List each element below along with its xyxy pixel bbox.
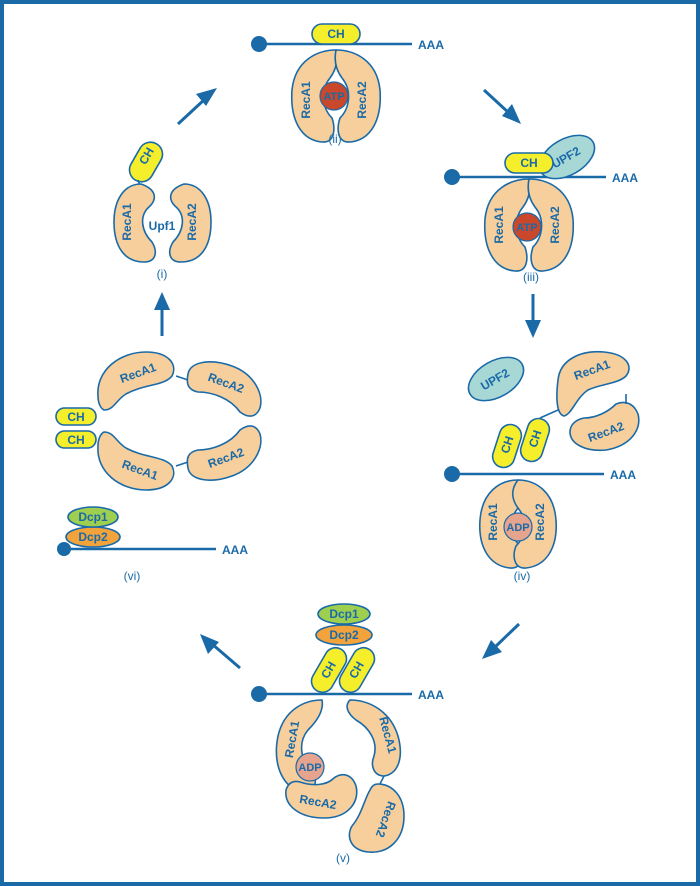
- arrowhead-icon: [502, 104, 521, 124]
- reca2-domain: [285, 773, 358, 819]
- reca2-domain: [348, 783, 405, 853]
- arrow-i-to-ii: [176, 97, 207, 126]
- arrowhead-icon: [482, 640, 502, 659]
- upf1-label: Upf1: [149, 219, 176, 233]
- reca-linker: [175, 375, 189, 381]
- ch-domain: [310, 646, 348, 694]
- arrowhead-icon: [196, 88, 217, 106]
- mrna-cap: [57, 542, 71, 556]
- adp-molecule: [295, 752, 325, 782]
- reca2-label: RecA2: [298, 792, 338, 812]
- stage-i-label: (i): [157, 267, 168, 281]
- ch-domain: [504, 152, 554, 174]
- reca2-domain: [511, 479, 557, 569]
- adp-label: ADP: [506, 522, 529, 534]
- reca1-domain: [483, 178, 531, 272]
- polya-label: AAA: [222, 543, 248, 557]
- ch-label: CH: [520, 156, 537, 170]
- atp-label: ATP: [323, 91, 344, 103]
- reca2-label: RecA2: [533, 503, 547, 541]
- stage-vi-complex: RecA1 RecA2 RecA1 RecA2 CH CH AAA Dcp2 D…: [55, 351, 262, 583]
- polya-label: AAA: [418, 38, 444, 52]
- ch-domain: [55, 407, 97, 426]
- stage-v-label: (v): [336, 851, 350, 865]
- arrow-v-to-vi: [211, 642, 241, 670]
- stage-iv-complex: UPF2 RecA1 RecA2 CH CH AAA RecA1 RecA2 A…: [444, 350, 640, 583]
- ch-domain: [128, 141, 164, 183]
- reca1-domain: [97, 431, 175, 491]
- stage-iii-label: (iii): [523, 270, 539, 284]
- ch-label: CH: [67, 410, 84, 424]
- reca2-domain: [334, 49, 382, 143]
- adp-label: ADP: [298, 762, 321, 774]
- arrow-iv-to-v: [492, 622, 521, 650]
- reca1-label: RecA1: [492, 206, 506, 244]
- reca2-label: RecA2: [548, 206, 562, 244]
- arrow-ii-to-iii: [482, 88, 511, 115]
- arrowhead-icon: [525, 320, 541, 338]
- reca2-label: RecA2: [355, 81, 369, 119]
- ch-domain: [311, 23, 361, 45]
- atp-molecule: [319, 81, 349, 111]
- atp-label: ATP: [516, 222, 537, 234]
- reca2-domain: [168, 183, 212, 263]
- upf2-protein: [467, 356, 525, 402]
- stage-iv-label: (iv): [514, 569, 531, 583]
- arrowhead-icon: [154, 292, 170, 310]
- reca1-domain: [556, 350, 630, 417]
- stage-i-complex: CH RecA1 RecA2 Upf1 (i): [113, 141, 212, 281]
- stage-ii-complex: AAA CH RecA1 RecA2 ATP (ii): [251, 23, 444, 146]
- dcp1-protein: [317, 603, 371, 625]
- reca2-domain: [186, 361, 262, 417]
- adp-molecule: [503, 512, 533, 542]
- ch-domain: [55, 430, 97, 449]
- reca2-domain: [569, 401, 640, 452]
- stage-v-complex: Dcp1 Dcp2 CH CH AAA RecA1 RecA2 ADP RecA…: [251, 603, 444, 865]
- reca2-domain: [527, 178, 575, 272]
- reca1-label: RecA1: [282, 719, 302, 759]
- reca2-label: RecA2: [185, 203, 199, 241]
- mrna-cap: [251, 36, 267, 52]
- ch-linker: [539, 409, 559, 419]
- atp-molecule: [512, 212, 542, 242]
- reca-linker: [175, 461, 189, 467]
- ch-domain: [491, 423, 523, 469]
- mrna-cap: [251, 686, 267, 702]
- reca1-domain: [113, 183, 157, 263]
- dcp2-label: Dcp2: [78, 530, 108, 544]
- reca1-label: RecA1: [120, 203, 134, 241]
- dcp2-label: Dcp2: [329, 628, 359, 642]
- reca-linker: [379, 775, 385, 785]
- ch-label: CH: [526, 428, 545, 449]
- reca1-label: RecA1: [299, 81, 313, 119]
- mrna-cap: [444, 466, 460, 482]
- dcp1-label: Dcp1: [78, 510, 108, 524]
- stage-ii-label: (ii): [328, 132, 341, 146]
- arrowhead-icon: [200, 634, 219, 654]
- cycle-arrows: [154, 88, 541, 670]
- reca1-domain: [290, 49, 338, 143]
- reca2-domain: [186, 425, 262, 481]
- dcp1-label: Dcp1: [329, 607, 359, 621]
- ch-domain: [519, 417, 551, 463]
- ch-label: CH: [67, 433, 84, 447]
- reca1-label: RecA1: [486, 503, 500, 541]
- reca1-domain: [346, 699, 402, 777]
- reca1-domain: [97, 351, 175, 411]
- stage-iii-complex: AAA UPF2 CH RecA1 RecA2 ATP (iii): [444, 134, 638, 284]
- dcp2-protein: [315, 624, 373, 646]
- polya-label: AAA: [612, 171, 638, 185]
- stage-vi-label: (vi): [124, 569, 141, 583]
- dcp1-protein: [67, 506, 119, 528]
- mrna-cap: [444, 169, 460, 185]
- ch-label: CH: [327, 27, 344, 41]
- ch-label: CH: [498, 434, 517, 455]
- polya-label: AAA: [610, 468, 636, 482]
- polya-label: AAA: [418, 688, 444, 702]
- ch-domain: [338, 646, 376, 694]
